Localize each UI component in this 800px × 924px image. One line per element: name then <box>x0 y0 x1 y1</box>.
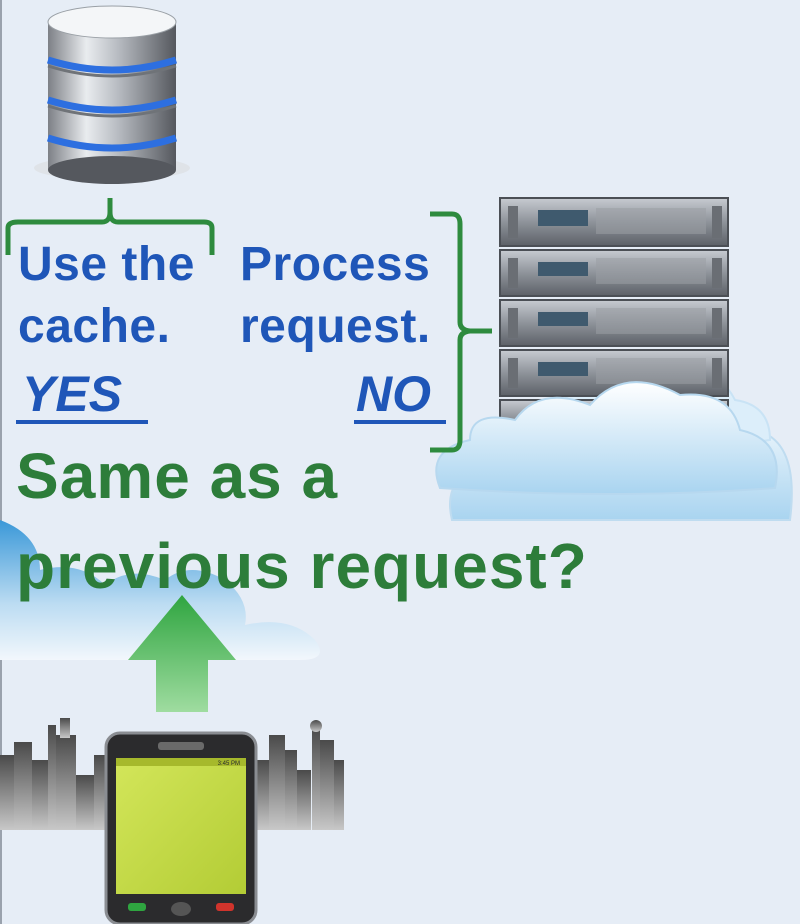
phone-status-time: 3:45 PM <box>218 761 240 767</box>
no-answer-label: NO <box>356 366 431 422</box>
question-label-line2: previous request? <box>16 530 588 602</box>
database-icon <box>34 5 190 184</box>
yes-answer-label: YES <box>22 366 123 422</box>
use-cache-label-line1: Use the <box>18 238 195 291</box>
question-label-line1: Same as a <box>16 440 339 512</box>
up-arrow-icon <box>128 595 236 712</box>
process-request-label-line1: Process <box>240 238 431 291</box>
front-cloud-icon <box>435 381 778 495</box>
blue-cloud-icon <box>0 520 320 660</box>
cache-bracket <box>5 198 215 255</box>
yes-underline <box>16 420 148 424</box>
process-bracket <box>430 211 492 453</box>
process-request-label-line2: request. <box>240 300 431 353</box>
no-underline <box>354 420 446 424</box>
smartphone-icon: 3:45 PM <box>104 731 258 924</box>
use-cache-label-line2: cache. <box>18 300 171 353</box>
left-border <box>0 0 2 924</box>
